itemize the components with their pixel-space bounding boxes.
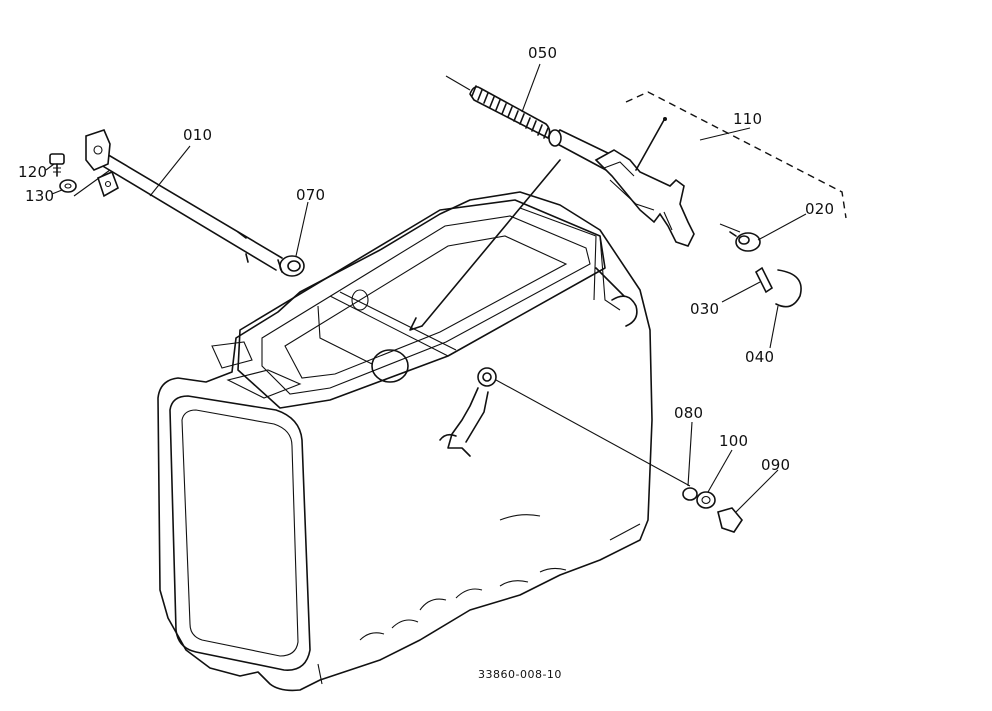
label-100: 100 bbox=[719, 432, 749, 450]
fork-shaft bbox=[409, 129, 616, 331]
shift-fork-110 bbox=[594, 117, 695, 247]
pin-030 bbox=[754, 266, 774, 294]
label-020: 020 bbox=[805, 200, 835, 218]
label-050: 050 bbox=[528, 44, 558, 62]
shift-rod-010 bbox=[73, 129, 283, 271]
label-070: 070 bbox=[296, 186, 326, 204]
leader-lines bbox=[45, 63, 807, 513]
oil-seal-070 bbox=[277, 255, 305, 277]
snap-ring-040 bbox=[775, 269, 802, 308]
bolt-120 bbox=[49, 153, 65, 177]
transmission-housing bbox=[157, 191, 653, 692]
drawing-code: 33860-008-10 bbox=[478, 668, 562, 681]
label-010: 010 bbox=[183, 126, 213, 144]
label-080: 080 bbox=[674, 404, 704, 422]
spring-050 bbox=[445, 75, 551, 139]
label-030: 030 bbox=[690, 300, 720, 318]
washer-130 bbox=[59, 179, 77, 193]
plug-assembly bbox=[495, 379, 743, 533]
assembly-bracket-110 bbox=[625, 91, 847, 233]
collar-020 bbox=[729, 231, 761, 252]
label-040: 040 bbox=[745, 348, 775, 366]
label-120: 120 bbox=[18, 163, 48, 181]
label-110: 110 bbox=[733, 110, 763, 128]
label-090: 090 bbox=[761, 456, 791, 474]
label-130: 130 bbox=[25, 187, 55, 205]
